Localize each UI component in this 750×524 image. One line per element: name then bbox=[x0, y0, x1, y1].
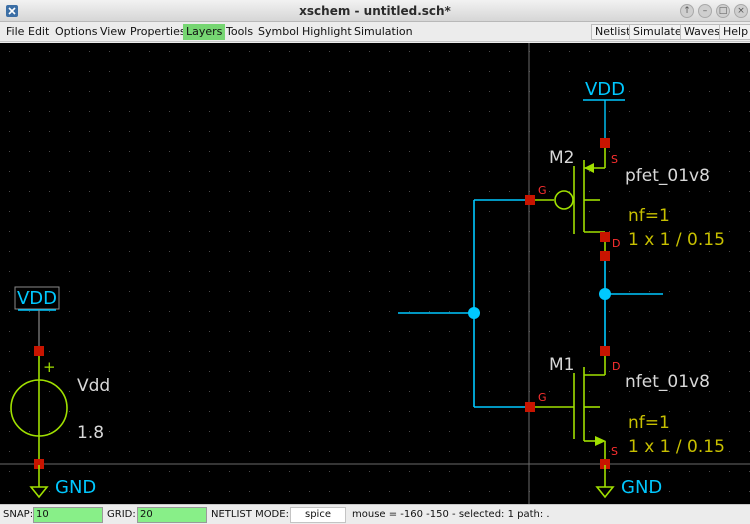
gnd-symbol-left[interactable]: GND bbox=[29, 465, 96, 499]
m2-pin-g-label: G bbox=[538, 184, 547, 197]
status-bar: SNAP: 10 GRID: 20 NETLIST MODE: spice mo… bbox=[0, 504, 750, 524]
m2-instance-name: M2 bbox=[549, 148, 574, 168]
schematic-drawing[interactable]: VDD S bbox=[0, 43, 750, 504]
pmos-m2[interactable]: S G D M2 pfet_01v8 nf=1 1 x 1 / 0.15 bbox=[525, 138, 725, 261]
grid-input[interactable]: 20 bbox=[137, 507, 207, 523]
m1-instance-name: M1 bbox=[549, 355, 574, 375]
menu-tools[interactable]: Tools bbox=[226, 25, 254, 38]
m1-size-attr: 1 x 1 / 0.15 bbox=[628, 437, 725, 457]
simulate-button[interactable]: Simulate bbox=[629, 24, 686, 40]
m2-size-attr: 1 x 1 / 0.15 bbox=[628, 230, 725, 250]
pin-m1-source[interactable] bbox=[600, 459, 610, 469]
m1-pin-s-label: S bbox=[611, 445, 618, 458]
pmos-arrow-icon bbox=[584, 163, 594, 173]
netlist-mode-label: NETLIST MODE: bbox=[211, 509, 289, 520]
help-button[interactable]: Help bbox=[719, 24, 750, 40]
menu-simulation[interactable]: Simulation bbox=[354, 25, 413, 38]
menu-view[interactable]: View bbox=[100, 25, 127, 38]
vdd-label-top: VDD bbox=[585, 79, 625, 100]
app-icon bbox=[6, 5, 18, 17]
schematic-canvas[interactable]: VDD S bbox=[0, 43, 750, 504]
m2-model-name: pfet_01v8 bbox=[625, 166, 710, 186]
pin-m2-drain-stub[interactable] bbox=[600, 232, 610, 242]
grid-label: GRID: bbox=[107, 509, 136, 520]
gnd-label-left: GND bbox=[55, 477, 96, 498]
m1-nf-attr: nf=1 bbox=[628, 413, 670, 433]
vdd-label-left: VDD bbox=[17, 288, 57, 309]
pin-m2-source[interactable] bbox=[600, 138, 610, 148]
status-info: mouse = -160 -150 - selected: 1 path: . bbox=[352, 509, 550, 520]
menu-options[interactable]: Options bbox=[55, 25, 98, 38]
menu-highlight[interactable]: Highlight bbox=[302, 25, 352, 38]
netlist-mode-selector[interactable]: spice bbox=[290, 507, 346, 523]
pin-vdd-plus[interactable] bbox=[34, 346, 44, 356]
m1-pin-g-label: G bbox=[538, 391, 547, 404]
menu-layers[interactable]: Layers bbox=[183, 24, 226, 40]
pin-m1-gate[interactable] bbox=[525, 402, 535, 412]
pin-vdd-minus[interactable] bbox=[34, 459, 44, 469]
pin-m2-drain[interactable] bbox=[600, 251, 610, 261]
waves-button[interactable]: Waves bbox=[680, 24, 724, 40]
window-up-icon[interactable]: ↑ bbox=[680, 4, 694, 18]
menu-properties[interactable]: Properties bbox=[130, 25, 186, 38]
pin-m2-gate[interactable] bbox=[525, 195, 535, 205]
m2-nf-attr: nf=1 bbox=[628, 206, 670, 226]
snap-label: SNAP: bbox=[3, 509, 34, 520]
m1-pin-d-label: D bbox=[612, 360, 620, 373]
vdd-label-selection-box bbox=[14, 286, 60, 310]
gnd-label-right: GND bbox=[621, 477, 662, 498]
wires[interactable] bbox=[398, 199, 663, 408]
menu-edit[interactable]: Edit bbox=[28, 25, 50, 38]
vsrc-value: 1.8 bbox=[77, 423, 104, 443]
vdd-symbol-left[interactable]: VDD bbox=[14, 286, 60, 351]
voltage-source-vdd[interactable]: + Vdd 1.8 bbox=[10, 346, 110, 469]
menu-symbol[interactable]: Symbol bbox=[258, 25, 299, 38]
nmos-arrow-icon bbox=[595, 436, 606, 446]
menu-file[interactable]: File bbox=[6, 25, 25, 38]
window-maximize-icon[interactable]: □ bbox=[716, 4, 730, 18]
window-title: xschem - untitled.sch* bbox=[299, 4, 451, 18]
vsrc-instance-name: Vdd bbox=[77, 376, 110, 396]
vdd-symbol-right[interactable]: VDD bbox=[583, 79, 625, 142]
vsrc-plus-sign: + bbox=[43, 358, 56, 376]
gnd-symbol-right[interactable]: GND bbox=[595, 465, 662, 499]
netlist-button[interactable]: Netlist bbox=[591, 24, 635, 40]
nmos-m1[interactable]: D G S M1 nfet_01v8 nf=1 1 x 1 / 0.15 bbox=[525, 346, 725, 469]
window-close-icon[interactable]: × bbox=[734, 4, 748, 18]
title-bar: xschem - untitled.sch* ↑ – □ × bbox=[0, 0, 750, 22]
m2-pin-s-label: S bbox=[611, 153, 618, 166]
menu-bar: File Edit Options View Properties Layers… bbox=[0, 22, 750, 42]
window-minimize-icon[interactable]: – bbox=[698, 4, 712, 18]
snap-input[interactable]: 10 bbox=[33, 507, 103, 523]
grid-dots bbox=[0, 43, 750, 504]
pin-m1-drain[interactable] bbox=[600, 346, 610, 356]
m1-model-name: nfet_01v8 bbox=[625, 372, 710, 392]
junction-output bbox=[599, 288, 611, 300]
m2-pin-d-label: D bbox=[612, 237, 620, 250]
junction-input bbox=[468, 307, 480, 319]
